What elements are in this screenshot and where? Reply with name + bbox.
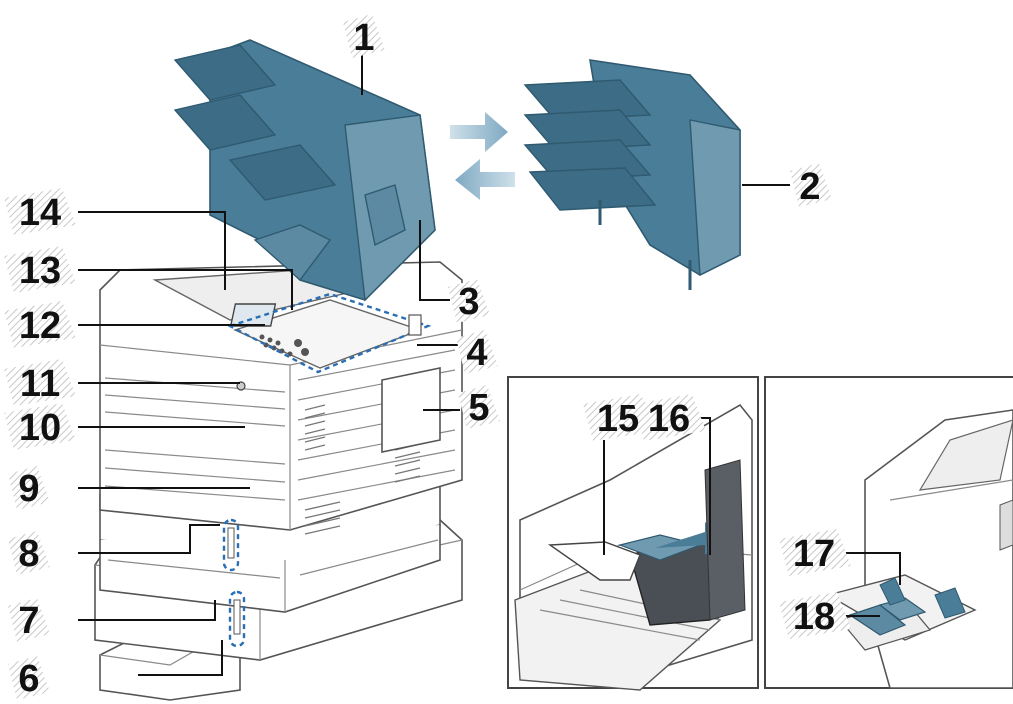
- svg-text:9: 9: [18, 468, 39, 510]
- callout-13: 13: [4, 246, 76, 293]
- svg-text:11: 11: [20, 363, 60, 405]
- callout-5: 5: [458, 385, 500, 429]
- callout-7: 7: [8, 598, 50, 642]
- callout-2: 2: [790, 163, 832, 208]
- svg-text:6: 6: [18, 658, 39, 700]
- leader-lines: [78, 45, 901, 676]
- callout-1: 1: [343, 14, 385, 59]
- svg-text:13: 13: [19, 250, 61, 292]
- mailbox-finisher-illustration: [523, 59, 741, 290]
- svg-text:15: 15: [597, 398, 639, 440]
- callout-8: 8: [8, 531, 50, 575]
- callout-17: 17: [779, 529, 851, 576]
- svg-text:8: 8: [18, 533, 39, 575]
- callout-9: 9: [8, 466, 50, 510]
- svg-text:12: 12: [19, 305, 61, 347]
- callout-12: 12: [4, 301, 76, 348]
- svg-text:14: 14: [19, 192, 61, 234]
- callout-4: 4: [456, 330, 498, 374]
- arrow-left-icon: [455, 159, 515, 200]
- svg-text:5: 5: [468, 387, 489, 429]
- svg-text:16: 16: [648, 398, 690, 440]
- main-printer-illustration: [94, 39, 463, 701]
- callout-6: 6: [8, 656, 50, 700]
- svg-text:17: 17: [793, 533, 835, 575]
- svg-text:1: 1: [353, 17, 374, 59]
- callout-14: 14: [4, 188, 76, 235]
- svg-text:10: 10: [19, 407, 61, 449]
- callout-16: 16: [634, 394, 706, 441]
- svg-text:3: 3: [458, 281, 479, 323]
- callout-18: 18: [779, 592, 851, 639]
- svg-text:4: 4: [466, 332, 487, 374]
- svg-text:2: 2: [799, 166, 820, 208]
- multipurpose-tray-inset: [764, 376, 1013, 689]
- callout-3: 3: [448, 279, 490, 323]
- callout-11: 11: [4, 359, 76, 406]
- svg-text:18: 18: [793, 596, 835, 638]
- callout-10: 10: [4, 403, 76, 450]
- arrow-right-icon: [450, 112, 508, 152]
- svg-text:7: 7: [18, 600, 39, 642]
